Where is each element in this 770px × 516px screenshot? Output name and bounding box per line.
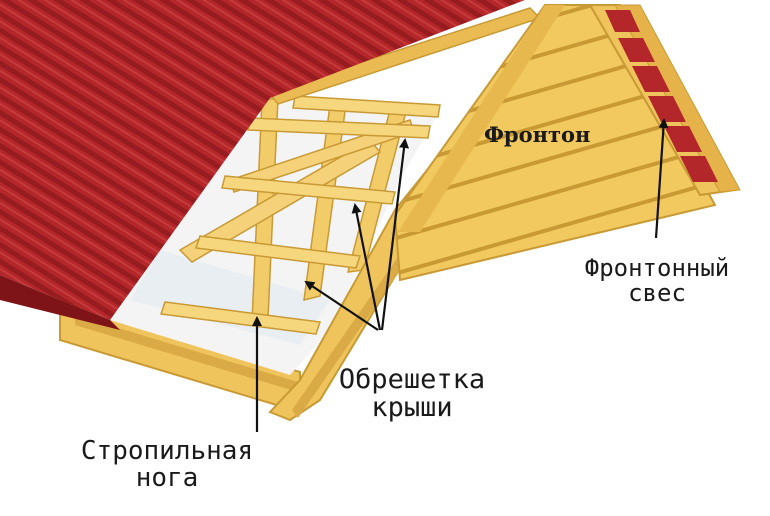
label-battens-line1: Обрешетка — [322, 366, 502, 394]
label-rafter-line2: нога — [62, 465, 272, 492]
label-battens: Обрешетка крыши — [322, 366, 502, 423]
label-rafter-line1: Стропильная — [62, 438, 272, 465]
label-gable-overhang-line1: Фронтонный — [552, 256, 762, 281]
label-gable-overhang: Фронтонный свес — [552, 256, 762, 306]
label-rafter: Стропильная нога — [62, 438, 272, 493]
label-gable-overhang-line2: свес — [552, 281, 762, 306]
label-battens-line2: крыши — [322, 394, 502, 422]
label-gable: Фронтон — [484, 124, 614, 146]
